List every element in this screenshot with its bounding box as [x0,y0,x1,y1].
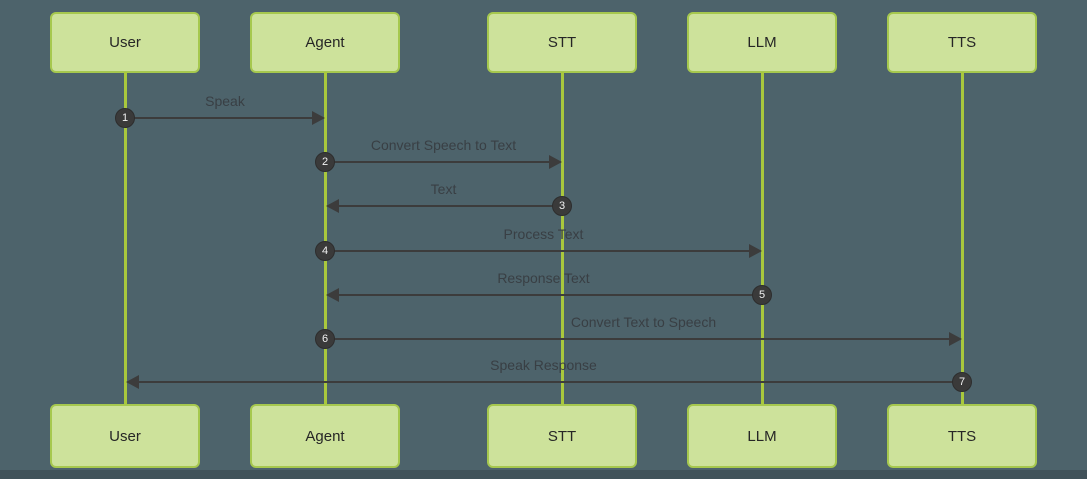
step-badge: 6 [315,329,335,349]
lifeline-llm [760,72,764,404]
actor-box-stt-top: STT [487,12,637,73]
message-label: Text [430,181,457,197]
actor-box-tts-bottom: TTS [887,404,1037,468]
arrowhead-left-icon [326,199,339,213]
actor-box-user-top: User [50,12,200,73]
actor-label: LLM [747,34,777,51]
arrowhead-left-icon [326,288,339,302]
actor-label: LLM [747,427,777,445]
arrowhead-right-icon [312,111,325,125]
actor-box-agent-top: Agent [250,12,400,73]
actor-box-stt-bottom: STT [487,404,637,468]
lifeline-user [123,72,127,404]
actor-label: User [109,34,141,51]
actor-box-user-bottom: User [50,404,200,468]
message-arrow [325,338,950,340]
message-arrow [125,117,313,119]
actor-label: Agent [305,34,345,51]
step-badge: 2 [315,152,335,172]
arrowhead-left-icon [126,375,139,389]
message-arrow [325,161,550,163]
message-label: Speak Response [490,357,597,373]
arrowhead-right-icon [949,332,962,346]
actor-label: User [109,427,141,445]
message-label: Response Text [497,270,590,286]
actor-box-llm-bottom: LLM [687,404,837,468]
arrowhead-right-icon [549,155,562,169]
actor-label: Agent [305,427,345,445]
actor-label: TTS [947,427,977,445]
actor-label: STT [547,427,577,445]
message-arrow [337,294,762,296]
canvas-bottom-edge [0,470,1087,479]
step-badge: 7 [952,372,972,392]
actor-label: STT [547,34,577,51]
message-label: Convert Text to Speech [570,314,717,330]
lifeline-stt [560,72,564,404]
message-arrow [325,250,750,252]
actor-label: TTS [947,34,977,51]
lifeline-agent [323,72,327,404]
message-label: Speak [205,93,245,109]
step-badge: 1 [115,108,135,128]
step-badge: 4 [315,241,335,261]
actor-box-llm-top: LLM [687,12,837,73]
message-arrow [337,205,562,207]
arrowhead-right-icon [749,244,762,258]
message-arrow [137,381,962,383]
message-label: Process Text [503,226,584,242]
actor-box-tts-top: TTS [887,12,1037,73]
lifeline-tts [960,72,964,404]
actor-box-agent-bottom: Agent [250,404,400,468]
message-label: Convert Speech to Text [370,137,517,153]
step-badge: 5 [752,285,772,305]
step-badge: 3 [552,196,572,216]
